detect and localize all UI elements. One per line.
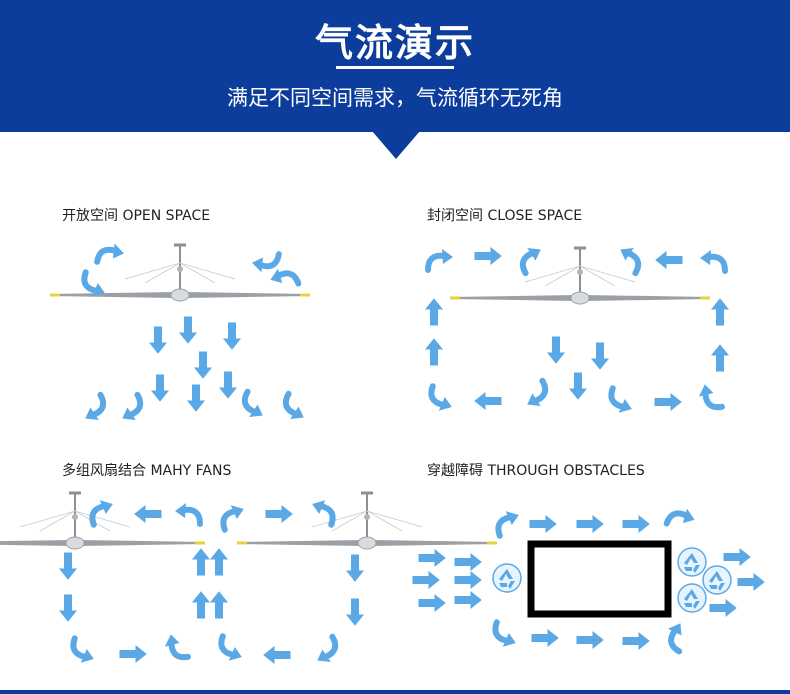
curved-airflow-arrow-icon — [661, 619, 692, 651]
ceiling-fan-icon — [48, 243, 312, 303]
curved-airflow-arrow-icon — [175, 503, 200, 524]
ceiling-fan-icon — [235, 491, 499, 551]
airflow-arrow-icon — [219, 371, 237, 399]
obstacle-box — [527, 540, 672, 618]
caption-close-space: 封闭空间 CLOSE SPACE — [427, 208, 583, 224]
airflow-arrow-icon — [547, 336, 565, 364]
airflow-arrow-icon — [194, 351, 212, 379]
panel-close-space — [425, 243, 729, 417]
airflow-arrow-icon — [569, 372, 587, 400]
airflow-arrow-icon — [529, 515, 557, 533]
curved-airflow-arrow-icon — [697, 382, 722, 410]
curved-airflow-arrow-icon — [606, 388, 637, 416]
airflow-arrow-icon — [622, 515, 650, 533]
panel-open-space — [48, 241, 312, 425]
airflow-arrow-icon — [59, 552, 77, 580]
curved-airflow-arrow-icon — [428, 249, 453, 270]
recycle-icon — [492, 563, 522, 593]
curved-airflow-arrow-icon — [79, 395, 111, 426]
title-underline — [336, 66, 454, 69]
curved-airflow-arrow-icon — [237, 392, 269, 423]
curved-airflow-arrow-icon — [278, 394, 310, 425]
airflow-arrow-icon — [192, 548, 210, 576]
curved-airflow-arrow-icon — [700, 250, 725, 271]
curved-airflow-arrow-icon — [251, 250, 279, 275]
recycle-icon — [677, 547, 707, 577]
curved-airflow-arrow-icon — [490, 622, 521, 650]
page-title: 气流演示 — [314, 21, 475, 65]
curved-airflow-arrow-icon — [493, 507, 524, 535]
curved-airflow-arrow-icon — [218, 501, 249, 529]
airflow-arrow-icon — [454, 591, 482, 609]
airflow-arrow-icon — [711, 298, 729, 326]
airflow-arrow-icon — [531, 629, 559, 647]
curved-airflow-arrow-icon — [216, 636, 247, 664]
curved-airflow-arrow-icon — [426, 386, 457, 414]
airflow-arrow-icon — [346, 554, 364, 582]
recycle-icon — [677, 583, 707, 613]
airflow-arrow-icon — [134, 505, 162, 523]
airflow-arrows — [79, 241, 311, 425]
footer-rule — [0, 690, 790, 694]
airflow-arrow-icon — [655, 251, 683, 269]
airflow-arrow-icon — [210, 548, 228, 576]
header-pointer — [372, 131, 420, 159]
airflow-arrow-icon — [737, 573, 765, 591]
caption-through-obstacles: 穿越障碍 THROUGH OBSTACLES — [427, 463, 645, 479]
airflow-arrows — [425, 243, 729, 417]
airflow-arrow-icon — [576, 631, 604, 649]
panel-through-obstacles — [412, 504, 765, 652]
airflow-arrow-icon — [412, 571, 440, 589]
airflow-arrow-icon — [723, 548, 751, 566]
airflow-arrow-icon — [711, 344, 729, 372]
caption-many-fans: 多组风扇结合 MAHY FANS — [62, 463, 232, 479]
curved-airflow-arrow-icon — [667, 504, 698, 532]
airflow-arrow-icon — [263, 646, 291, 664]
curved-airflow-arrow-icon — [97, 241, 125, 266]
airflow-arrow-icon — [346, 598, 364, 626]
curved-airflow-arrow-icon — [163, 632, 188, 660]
airflow-arrow-icon — [474, 392, 502, 410]
airflow-arrow-icon — [210, 591, 228, 619]
airflow-arrow-icon — [418, 549, 446, 567]
airflow-arrow-icon — [425, 338, 443, 366]
airflow-arrow-icon — [591, 342, 609, 370]
airflow-arrow-icon — [454, 571, 482, 589]
airflow-arrow-icon — [119, 645, 147, 663]
curved-airflow-arrow-icon — [68, 638, 99, 666]
airflow-arrow-icon — [454, 553, 482, 571]
airflow-arrow-icon — [59, 594, 77, 622]
airflow-arrow-icon — [576, 515, 604, 533]
airflow-arrow-icon — [418, 594, 446, 612]
airflow-arrow-icon — [223, 322, 241, 350]
airflow-arrow-icon — [149, 326, 167, 354]
curved-airflow-arrow-icon — [521, 381, 553, 412]
caption-open-space: 开放空间 OPEN SPACE — [62, 208, 211, 224]
airflow-arrow-icon — [425, 298, 443, 326]
recycle-icon — [702, 565, 732, 595]
airflow-arrow-icon — [474, 247, 502, 265]
airflow-arrow-icon — [265, 505, 293, 523]
airflow-arrow-icon — [151, 374, 169, 402]
curved-airflow-arrow-icon — [87, 496, 118, 524]
airflow-arrows — [59, 496, 364, 668]
curved-airflow-arrow-icon — [515, 243, 547, 274]
airflow-arrow-icon — [654, 393, 682, 411]
curved-airflow-arrow-icon — [311, 637, 343, 668]
airflow-arrow-icon — [622, 632, 650, 650]
curved-airflow-arrow-icon — [614, 243, 646, 274]
airflow-arrow-icon — [179, 316, 197, 344]
curved-airflow-arrow-icon — [116, 395, 148, 426]
curved-airflow-arrow-icon — [308, 496, 339, 524]
airflow-arrow-icon — [709, 599, 737, 617]
airflow-arrow-icon — [192, 591, 210, 619]
airflow-arrow-icon — [187, 384, 205, 412]
page-subtitle: 满足不同空间需求，气流循环无死角 — [227, 86, 563, 110]
